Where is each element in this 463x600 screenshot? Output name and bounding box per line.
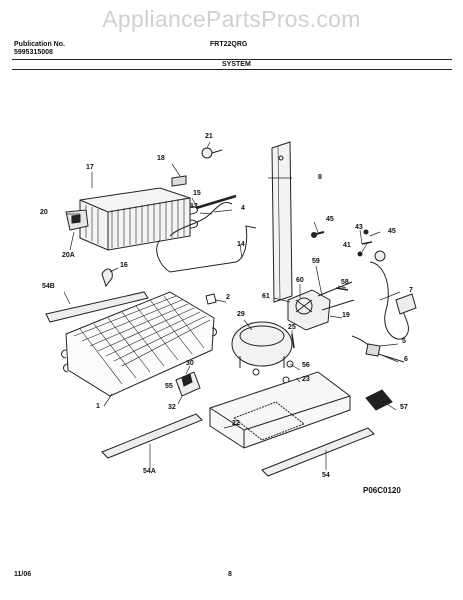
callout-57: 57 [400,404,408,411]
callout-43: 43 [355,224,363,231]
capillary-tube [156,225,257,273]
connector [365,343,381,357]
callout-2: 2 [226,294,230,301]
callout-61: 61 [262,293,270,300]
section-rule [12,69,452,70]
condenser-coil [79,187,198,251]
callout-55: 55 [165,383,173,390]
screws [286,229,373,368]
callout-41: 41 [343,242,351,249]
callout-29: 29 [237,311,245,318]
callout-45-left: 45 [326,216,334,223]
callout-13: 13 [190,203,198,210]
section-title: SYSTEM [222,61,251,68]
fan-motor [287,281,355,331]
clip [101,268,113,288]
callout-54: 54 [322,472,330,479]
callout-30: 30 [186,360,194,367]
drain-fitting [365,389,393,411]
relay-assembly [175,371,201,397]
callout-18: 18 [157,155,165,162]
callout-21: 21 [205,133,213,140]
tube-fitting [205,293,217,305]
callout-17: 17 [86,164,94,171]
callout-16: 16 [120,262,128,269]
publication-label: Publication No. [14,41,65,48]
callout-19: 19 [342,312,350,319]
vertical-channel [271,141,293,303]
callout-4: 4 [241,205,245,212]
callout-14: 14 [237,241,245,248]
front-rail [101,413,203,459]
compressor [231,321,293,368]
watermark: AppliancePartsPros.com [102,6,361,32]
callout-54a: 54A [143,468,156,475]
callout-56: 56 [302,362,310,369]
page-number: 8 [228,571,232,578]
callout-20a: 20A [62,252,75,259]
defrost-thermostat [201,147,223,159]
compressor-mounting [252,368,290,384]
callout-54b: 54B [42,283,55,290]
callout-20: 20 [40,209,48,216]
callout-22: 22 [232,420,240,427]
wire-clip [171,175,187,187]
callout-25: 25 [288,324,296,331]
header-rule [12,59,452,60]
callout-59: 59 [312,258,320,265]
callout-32: 32 [168,404,176,411]
base-pan [209,371,351,449]
rear-rail [261,427,375,477]
callout-7: 7 [409,287,413,294]
callout-6: 6 [404,356,408,363]
leader-lines [63,141,401,470]
mounting-bracket [45,291,149,323]
callout-45-right: 45 [388,228,396,235]
model-number: FRT22QRG [210,41,248,48]
figure-code: P06C0120 [363,486,401,495]
callout-60: 60 [296,277,304,284]
callout-1: 1 [96,403,100,410]
fan-bracket [65,209,89,231]
evaporator-coil [61,291,217,397]
callout-5: 5 [402,338,406,345]
callout-23: 23 [302,376,310,383]
callout-8: 8 [318,174,322,181]
filter-drier [195,194,237,210]
callout-15: 15 [193,190,201,197]
publication-number: 5995315008 [14,49,53,56]
power-cord [369,250,417,340]
footer-date: 11/06 [14,571,32,578]
callout-58: 58 [341,279,349,286]
